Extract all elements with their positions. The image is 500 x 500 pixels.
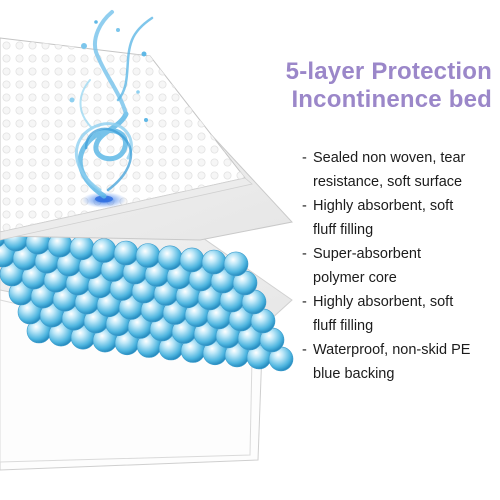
feature-line: Sealed non woven, tear xyxy=(313,150,466,166)
feature-line: blue backing xyxy=(313,366,395,382)
polymer-bead xyxy=(135,243,161,268)
feature-line: Waterproof, non-skid PE xyxy=(313,342,471,358)
polymer-bead xyxy=(69,235,95,261)
feature-line: fluff filling xyxy=(313,318,374,334)
feature-line: Highly absorbent, soft xyxy=(313,198,454,214)
polymer-bead xyxy=(113,240,139,266)
feature-item: - Highly absorbent, soft fluff filling xyxy=(302,290,498,338)
title-line-1: 5-layer Protection xyxy=(285,58,492,85)
feature-item: - Super-absorbent polymer core xyxy=(302,242,498,290)
feature-dash: - xyxy=(302,246,307,262)
feature-item: - Waterproof, non-skid PE blue backing xyxy=(302,338,498,386)
title-line-2: Incontinence bed xyxy=(291,86,492,113)
polymer-bead xyxy=(223,251,249,277)
feature-dash: - xyxy=(302,150,307,166)
polymer-bead xyxy=(91,238,117,263)
feature-line: resistance, soft surface xyxy=(313,174,463,190)
feature-item: - Highly absorbent, soft fluff filling xyxy=(302,194,498,242)
polymer-bead xyxy=(201,249,227,275)
polymer-bead xyxy=(179,247,205,273)
polymer-bead xyxy=(157,245,183,271)
feature-dash: - xyxy=(302,198,307,214)
polymer-bead-layer xyxy=(0,225,294,372)
feature-line: Super-absorbent xyxy=(313,246,422,262)
feature-line: Highly absorbent, soft xyxy=(313,294,454,310)
feature-dash: - xyxy=(302,294,307,310)
feature-line: polymer core xyxy=(313,270,397,286)
feature-dash: - xyxy=(302,342,307,358)
feature-line: fluff filling xyxy=(313,222,374,238)
feature-item: - Sealed non woven, tear resistance, sof… xyxy=(302,146,498,194)
water-splash-icon xyxy=(69,10,154,208)
